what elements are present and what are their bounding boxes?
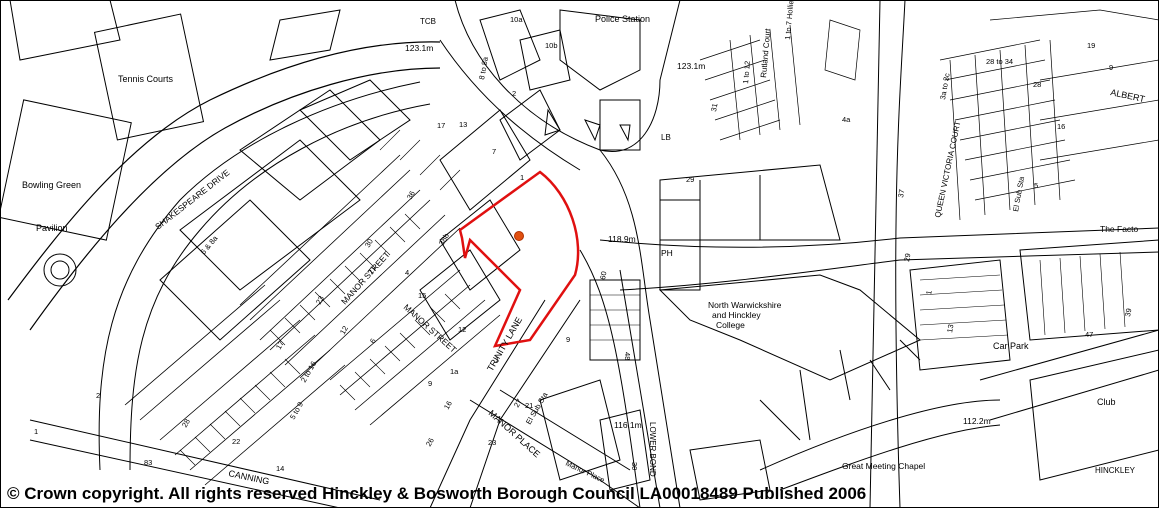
house-number: 27 [512, 397, 524, 409]
house-number: 9 [566, 335, 570, 344]
house-number: 22 [232, 437, 240, 446]
label-college-3: College [716, 320, 745, 330]
house-number: 36 [405, 189, 417, 201]
house-number: 14 [276, 464, 284, 473]
house-number: 1 [924, 290, 934, 296]
house-number: 2 [96, 391, 100, 400]
house-number: 7 [492, 147, 496, 156]
house-number: 2 to 16 [299, 360, 318, 384]
house-number: 6 & 8a [199, 233, 220, 256]
tennis-courts-building [93, 13, 205, 141]
house-numbers: 10a 10b 8 to 8a 2 1 to 12 31 4a 28 to 34… [34, 15, 1133, 473]
house-number: 2 [512, 89, 516, 98]
copyright-notice: © Crown copyright. All rights reserved H… [7, 484, 867, 503]
label-club: Club [1097, 397, 1116, 407]
label-ph: PH [661, 248, 673, 258]
house-number: 5 [1034, 181, 1038, 190]
house-number: 13 [945, 324, 955, 334]
house-number: 31 [709, 103, 719, 113]
label-spot-123a: 123.1m [405, 43, 433, 53]
house-number: 9 [1109, 63, 1113, 72]
house-number: 1 [34, 427, 38, 436]
house-number: 26 [424, 436, 436, 448]
label-spot-118: 118.9m [608, 234, 636, 244]
house-number: 1a [450, 367, 459, 376]
house-number: 21 [525, 401, 533, 410]
shakespeare-drive-road [7, 41, 441, 301]
label-college-2: and Hinckley [712, 310, 761, 320]
house-number: 1 [495, 355, 499, 364]
label-spot-123b: 123.1m [677, 61, 705, 71]
house-number: 38b [437, 232, 451, 247]
house-number: 37 [896, 189, 906, 199]
house-number: 5 to 9 [288, 400, 305, 421]
college-building [658, 274, 921, 381]
house-number: 29 [902, 253, 912, 263]
house-number: 12 [338, 324, 350, 336]
label-hinckley: HINCKLEY [1095, 466, 1136, 475]
house-number: 60 [598, 271, 608, 281]
house-number: 21 [366, 264, 378, 276]
house-number: 9 [428, 379, 432, 388]
house-number: 83 [144, 458, 152, 467]
label-college-1: North Warwickshire [708, 300, 782, 310]
label-great-meeting-chapel: Great Meeting Chapel [842, 461, 925, 471]
house-number: 10b [545, 41, 558, 50]
label-rutland-court: Rutland Court [759, 27, 772, 78]
label-lower-bond: LOWER BOND [648, 422, 657, 477]
house-number: 13 [459, 120, 467, 129]
house-number: 4 [405, 268, 409, 277]
house-number: 23 [314, 294, 326, 306]
label-manor-place-small: Manor Place [564, 459, 606, 485]
house-number: 6 [368, 337, 378, 345]
label-police-station: Police Station [595, 14, 650, 24]
house-number: 17 [437, 121, 445, 130]
house-number: 8 to 8a [477, 55, 490, 80]
label-albert: ALBERT [1110, 87, 1147, 104]
house-number: 10a [510, 15, 523, 24]
house-number: 12 [458, 325, 466, 334]
house-number: 48 [623, 352, 632, 360]
house-number: 16 [1057, 122, 1065, 131]
house-number: 15 [418, 291, 426, 300]
house-number: 28 [1033, 80, 1041, 89]
house-number: 39 [1123, 308, 1133, 318]
label-spot-116: 116.1m [614, 420, 642, 430]
house-number: 47 [1085, 330, 1093, 339]
house-number: 30 [363, 237, 375, 249]
house-number: 28 [180, 417, 192, 429]
label-hollies: 1 to 7 Hollies House [783, 0, 798, 40]
site-boundary [458, 170, 580, 348]
house-number: 16 [442, 399, 454, 411]
roundabout [43, 253, 77, 287]
label-car-park: Car Park [993, 341, 1029, 351]
house-number: 29 [686, 175, 694, 184]
trinity-lane-road [429, 299, 546, 508]
label-tcb: TCB [420, 17, 436, 26]
house-number: 4a [842, 115, 851, 124]
label-lb: LB [661, 133, 671, 142]
house-number: 1 [520, 173, 524, 182]
label-tennis-courts: Tennis Courts [118, 74, 174, 84]
label-spot-112: 112.2m [963, 416, 991, 426]
label-pavilion: Pavilion [36, 223, 68, 233]
label-queen-victoria-court: QUEEN VICTORIA COURT [933, 120, 962, 218]
house-number: 1 to 12 [741, 61, 752, 85]
site-marker [514, 231, 524, 241]
house-number: El Sub Sta [1011, 175, 1026, 212]
house-number: 30 [630, 462, 639, 470]
house-number: 3a to 3c [938, 72, 952, 100]
house-number: 23 [488, 438, 496, 447]
house-number: 28 to 34 [986, 57, 1013, 66]
house-number: 19 [1087, 41, 1095, 50]
label-the-factory: The Facto [1100, 224, 1139, 234]
label-bowling-green: Bowling Green [22, 180, 81, 190]
house-number: 17 [274, 339, 286, 351]
label-shakespeare-drive: SHAKESPEARE DRIVE [153, 167, 232, 232]
